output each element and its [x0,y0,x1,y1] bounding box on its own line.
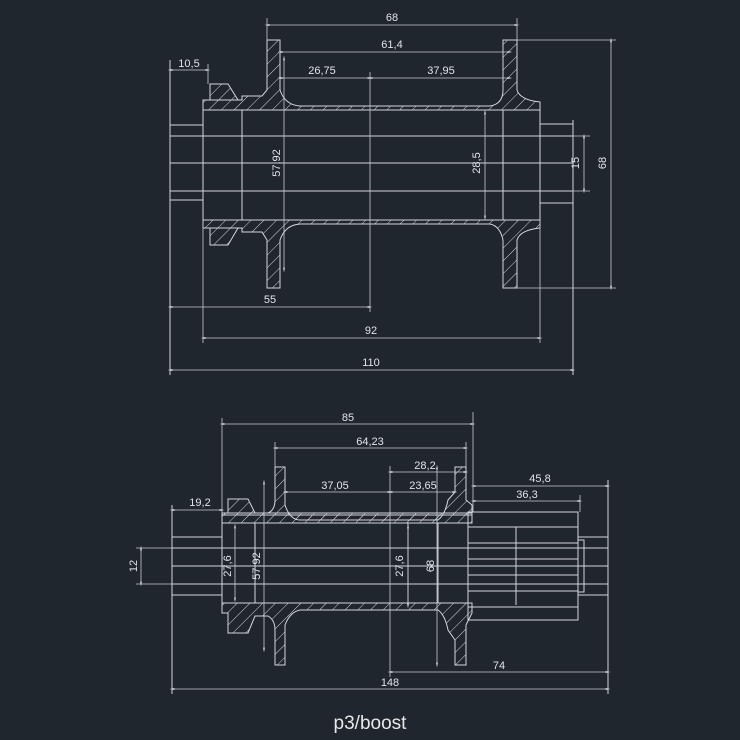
dim-85: 85 [342,412,354,424]
dim-68-right: 68 [597,157,609,169]
dim-74: 74 [493,660,505,672]
dim-57-92: 57,92 [271,149,283,177]
dim-28-5: 28,5 [471,152,483,173]
dim-92: 92 [365,325,377,337]
front-hub-body [169,18,616,375]
dim-28-2: 28,2 [414,460,435,472]
rear-hub-dimensions: 85 64,23 28,2 37,05 23,65 45,8 36,3 19,2… [128,412,611,690]
dim-27-6-right: 27,6 [394,555,406,576]
dim-68-top: 68 [386,12,398,24]
dim-36-3: 36,3 [516,489,537,501]
dim-61-4: 61,4 [381,39,402,51]
dim-55: 55 [264,294,276,306]
dim-23-65: 23,65 [409,480,437,492]
dim-37-05: 37,05 [321,480,349,492]
dim-64-23: 64,23 [356,436,384,448]
front-hub-dimensions: 68 61,4 26,75 37,95 10,5 57,92 28,5 15 6… [167,12,612,371]
dim-148: 148 [381,677,399,689]
dim-10-5: 10,5 [178,58,199,70]
dim-15: 15 [570,157,582,169]
dim-19-2: 19,2 [189,497,210,509]
caption: p3/boost [334,713,408,734]
front-hub: 68 61,4 26,75 37,95 10,5 57,92 28,5 15 6… [167,12,616,375]
dim-12: 12 [128,560,140,572]
rear-hub-body [136,412,609,694]
dim-57-92-rear: 57,92 [251,552,263,580]
dim-110: 110 [362,357,380,369]
dim-27-6-left: 27,6 [222,555,234,576]
dim-45-8: 45,8 [529,473,550,485]
dim-37-95: 37,95 [427,65,455,77]
rear-hub: 85 64,23 28,2 37,05 23,65 45,8 36,3 19,2… [128,412,611,694]
dim-68-rear: 68 [425,560,437,572]
freehub-body [467,511,585,621]
dim-26-75: 26,75 [308,65,336,77]
